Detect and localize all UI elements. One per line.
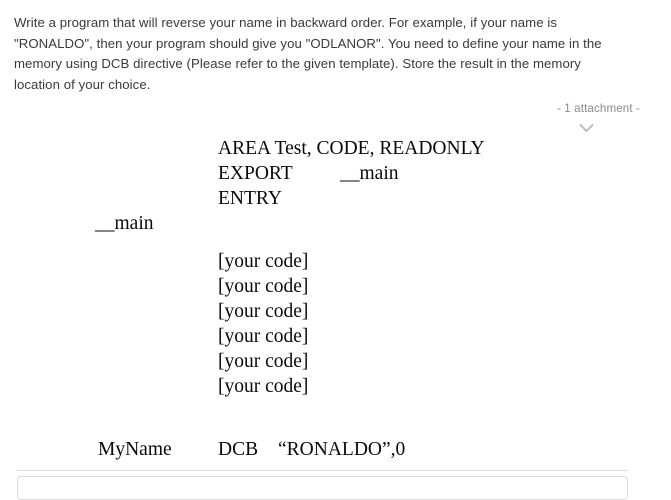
code-data-value: “RONALDO”,0	[278, 439, 406, 460]
code-data-directive: DCB	[218, 439, 259, 460]
bottom-divider	[17, 470, 628, 471]
code-line: [your code]	[0, 274, 671, 299]
code-blank-line	[0, 236, 671, 249]
chevron-down-icon[interactable]	[579, 123, 594, 133]
code-line-op: EXPORT	[218, 163, 293, 184]
code-line: AREA Test, CODE, READONLY	[0, 136, 671, 161]
code-blank-line	[0, 424, 671, 437]
question-body-text: Write a program that will reverse your n…	[14, 15, 602, 92]
code-line-label: __main	[95, 213, 154, 234]
code-line: [your code]	[0, 249, 671, 274]
code-line-op: [your code]	[218, 351, 309, 372]
code-data-line: MyName DCB “RONALDO”,0	[0, 437, 671, 462]
code-line-op: [your code]	[218, 276, 309, 297]
code-line: [your code]	[0, 374, 671, 399]
code-line-op: ENTRY	[218, 188, 282, 209]
code-line: __main	[0, 211, 671, 236]
code-line: [your code]	[0, 324, 671, 349]
code-line-op: [your code]	[218, 301, 309, 322]
code-line: ENTRY	[0, 186, 671, 211]
code-line: EXPORT __main	[0, 161, 671, 186]
code-line: [your code]	[0, 299, 671, 324]
attachment-count-label: - 1 attachment -	[556, 102, 640, 115]
bottom-panel[interactable]	[17, 476, 628, 500]
code-line-op: [your code]	[218, 326, 309, 347]
code-blank-line	[0, 399, 671, 424]
code-line-op: [your code]	[218, 251, 309, 272]
code-line-op: AREA Test, CODE, READONLY	[218, 138, 485, 159]
code-line-arg: __main	[340, 163, 399, 184]
code-line: [your code]	[0, 349, 671, 374]
code-template-listing: AREA Test, CODE, READONLY EXPORT __main …	[0, 136, 671, 462]
attachment-expand-row[interactable]	[0, 123, 640, 133]
code-line-op: [your code]	[218, 376, 309, 397]
code-data-label: MyName	[98, 439, 172, 460]
